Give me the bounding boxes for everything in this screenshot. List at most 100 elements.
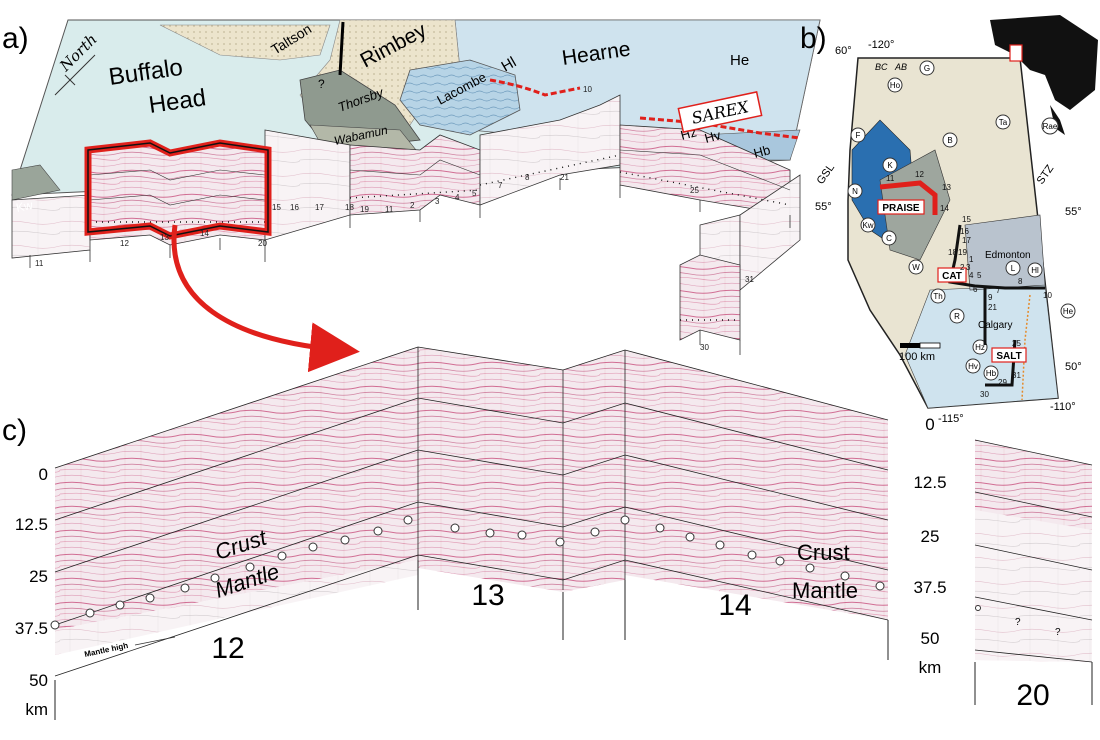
circle-k: K	[882, 157, 898, 173]
svg-text:C: C	[886, 234, 892, 243]
svg-text:G: G	[924, 64, 930, 73]
svg-text:17: 17	[962, 236, 971, 245]
stz-label: STZ	[1035, 163, 1057, 187]
circle-ta: Ta	[995, 114, 1011, 130]
svg-text:K: K	[887, 161, 893, 170]
praise-label: PRAISE	[882, 203, 920, 214]
depth-unit-left: km	[25, 700, 48, 719]
lat-55-left: 55°	[815, 201, 832, 213]
svg-text:9: 9	[988, 293, 993, 302]
survey-labels: PRAISE CAT SALT	[877, 199, 1027, 363]
map-coordinates: 60° -120° 55° 55° 50° -115° -110°	[815, 39, 1082, 425]
a-line-15: 15	[272, 203, 281, 212]
praise-line	[879, 180, 938, 215]
circle-kw: Kw	[860, 217, 876, 233]
moho-markers	[50, 515, 981, 630]
circle-hb: Hb	[983, 365, 999, 381]
map-dark-domain	[964, 214, 1046, 291]
a-line-25: 25	[690, 186, 699, 195]
svg-text:30: 30	[980, 390, 989, 399]
a-line-2: 2	[410, 201, 415, 210]
he-label: He	[730, 52, 749, 69]
depth-tick-r-12-5: 12.5	[913, 473, 946, 492]
a-line-16: 16	[290, 203, 299, 212]
section-label-20: 20	[1016, 679, 1049, 712]
svg-text:14: 14	[940, 204, 949, 213]
scale-bar: 100 km	[899, 342, 941, 363]
panel-label-c: c)	[2, 414, 27, 447]
depth-axis-right: 0 12.5 25 37.5 50 km	[913, 415, 946, 677]
north-america-inset	[990, 15, 1098, 135]
depth-unit-right: km	[919, 658, 942, 677]
question-mark-1: ?	[1015, 617, 1021, 628]
svg-text:6: 6	[973, 285, 978, 294]
svg-text:7: 7	[996, 286, 1001, 295]
panel-label-a: a)	[2, 22, 29, 55]
a-line-8: 8	[525, 173, 530, 182]
circle-rae: Rae	[1041, 117, 1059, 135]
depth-axis-left: 0 12.5 25 37.5 50 km	[15, 465, 48, 719]
depth-tick-25: 25	[29, 567, 48, 586]
svg-text:12: 12	[915, 170, 924, 179]
svg-text:Ta: Ta	[999, 118, 1008, 127]
svg-text:Ho: Ho	[890, 81, 901, 90]
circle-w: W	[908, 259, 924, 275]
a-line-14: 14	[200, 229, 209, 238]
section-13	[418, 347, 563, 592]
svg-text:Hl: Hl	[1031, 266, 1039, 275]
svg-text:3: 3	[966, 263, 971, 272]
fence-sections	[11, 94, 801, 355]
a-line-19: 19	[360, 205, 369, 214]
svg-text:1: 1	[969, 255, 974, 264]
rimbey-sand	[159, 24, 331, 61]
a-line-11b: 11	[385, 205, 394, 214]
circle-ho: Ho	[887, 77, 903, 93]
section-brackets	[54, 560, 1093, 720]
svg-text:19: 19	[958, 248, 967, 257]
depth-tick-r-50: 50	[921, 629, 940, 648]
circle-hl: Hl	[1027, 262, 1043, 278]
a-line-21: 21	[560, 173, 569, 182]
cat-label: CAT	[942, 271, 962, 282]
lat-60: 60°	[835, 45, 852, 57]
section-label-13: 13	[471, 579, 504, 612]
svg-text:11: 11	[886, 174, 895, 183]
depth-tick-37-5: 37.5	[15, 619, 48, 638]
lon-115: -115°	[938, 413, 964, 425]
a-line-3: 3	[435, 197, 440, 206]
hb-label: Hb	[752, 142, 772, 161]
crust-label-right: Crust	[797, 540, 850, 565]
domain-circles: G Ho F B Ta Rae K N Kw C W L Hl Th R He …	[847, 60, 1076, 381]
svg-text:10: 10	[1043, 291, 1052, 300]
edmonton-label: Edmonton	[985, 250, 1031, 261]
question-mark-2: ?	[1055, 627, 1061, 638]
depth-tick-50: 50	[29, 671, 48, 690]
question-label: ?	[318, 77, 325, 91]
section-14b	[625, 350, 888, 620]
section-12-lower	[55, 560, 418, 655]
svg-text:15: 15	[962, 215, 971, 224]
a-line-10: 10	[583, 85, 592, 94]
svg-text:18: 18	[948, 248, 957, 257]
lat-50: 50°	[1065, 361, 1082, 373]
section-label-14: 14	[718, 589, 751, 622]
hv-label: Hv	[703, 127, 723, 146]
calgary-label: Calgary	[978, 320, 1012, 331]
svg-text:8: 8	[1018, 277, 1023, 286]
a-line-17: 17	[315, 203, 324, 212]
lon-120: -120°	[868, 39, 894, 51]
depth-tick-r-25: 25	[921, 527, 940, 546]
svg-text:16: 16	[960, 227, 969, 236]
svg-text:29: 29	[998, 378, 1007, 387]
svg-text:Hb: Hb	[986, 369, 997, 378]
a-line-31: 31	[745, 275, 754, 284]
a-line-5: 5	[472, 189, 477, 198]
svg-text:B: B	[947, 136, 952, 145]
lacombe-region	[399, 59, 521, 136]
depth-gridlines	[54, 346, 1093, 677]
a-line-12: 12	[120, 239, 129, 248]
depth-tick-12-5: 12.5	[15, 515, 48, 534]
depth-tick-0: 0	[39, 465, 48, 484]
panel-b: 60° -120° 55° 55° 50° -115° -110° BC AB …	[815, 15, 1098, 425]
panel-label-b: b)	[800, 22, 827, 55]
